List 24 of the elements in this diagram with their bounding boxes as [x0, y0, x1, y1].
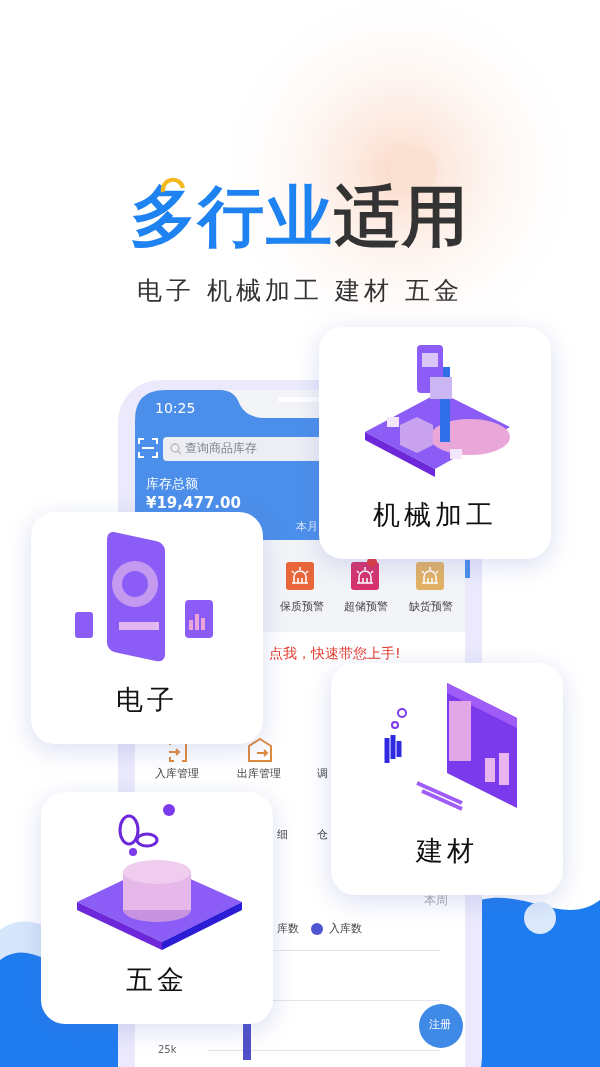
category-card: [319, 327, 551, 559]
field-label: 库存总额: [146, 476, 198, 492]
tab-label: 本月: [296, 520, 318, 534]
icon-caption: 入库管理: [155, 767, 199, 781]
icon-caption: 超储预警: [344, 600, 388, 614]
search-placeholder: 查询商品库存: [185, 441, 257, 456]
category-card: [31, 512, 263, 744]
button-label: 注册: [429, 1018, 451, 1032]
icon-caption: 保质预警: [280, 600, 324, 614]
prompt-text: 点我，快速带您上手!: [269, 645, 401, 662]
period-label: 本周: [424, 893, 448, 908]
legend-label: 入库数: [329, 922, 362, 936]
legend-label: 库数: [277, 922, 299, 936]
axis-label: 25k: [158, 1044, 177, 1056]
status-time: 10:25: [155, 400, 196, 417]
icon-caption: 缺货预警: [409, 600, 453, 614]
card-label: 五金: [125, 963, 189, 997]
card-label: 电子: [115, 683, 179, 717]
subtitle: 电子 机械加工 建材 五金: [137, 276, 463, 305]
category-card: [41, 792, 273, 1024]
icon-caption: 出库管理: [237, 767, 281, 781]
category-card: [331, 663, 563, 895]
card-label: 机械加工: [372, 498, 498, 532]
card-label: 建材: [415, 834, 479, 868]
